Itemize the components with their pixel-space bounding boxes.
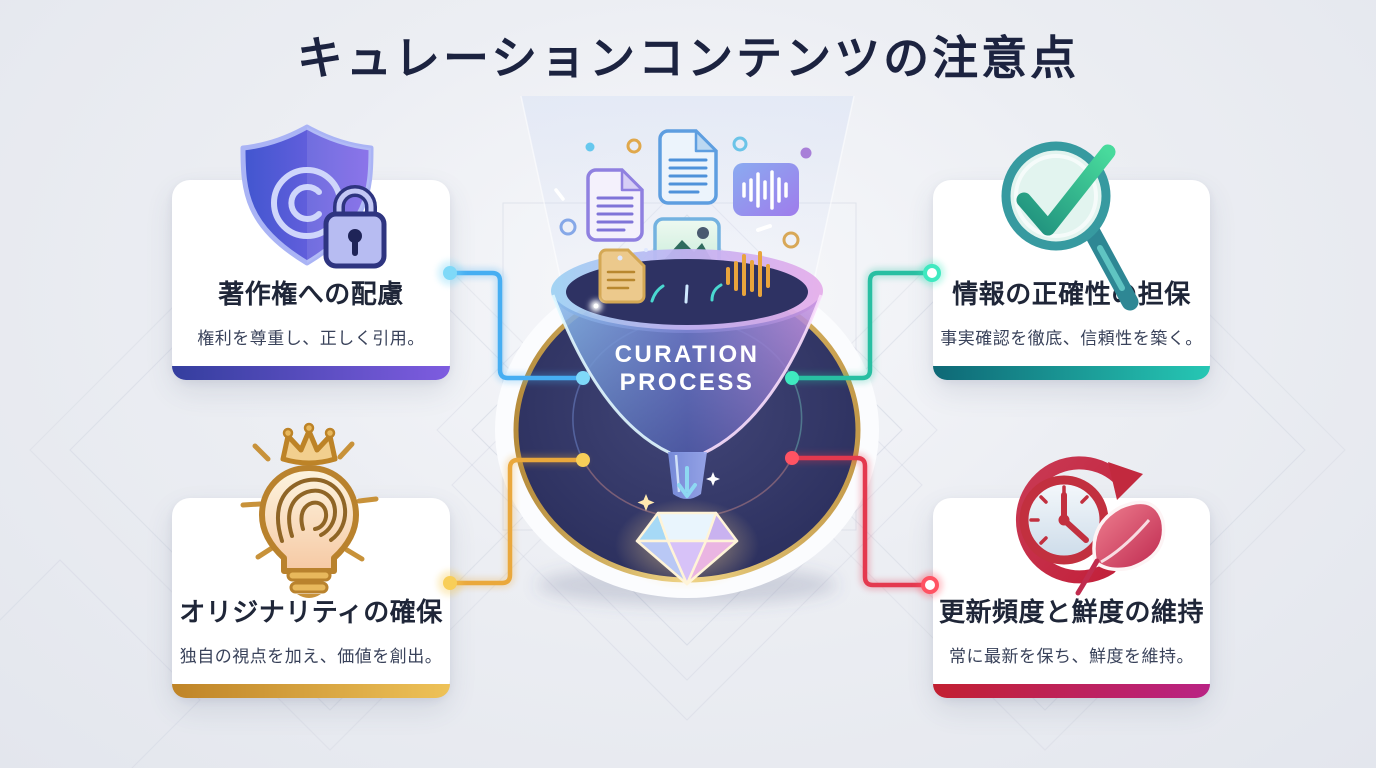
card-title: オリジナリティの確保 (179, 597, 443, 627)
card-copyright: 著作権への配慮 権利を尊重し、正しく引用。 (172, 180, 450, 380)
page-title: キュレーションコンテンツの注意点 (296, 33, 1080, 84)
card-accent-bar (172, 684, 450, 698)
card-subtitle: 常に最新を保ち、鮮度を維持。 (949, 647, 1194, 666)
card-title: 著作権への配慮 (218, 279, 404, 309)
card-subtitle: 権利を尊重し、正しく引用。 (197, 329, 425, 348)
document-icon (586, 168, 644, 242)
dot-decoration (800, 147, 812, 159)
dot-decoration (585, 142, 595, 152)
card-subtitle: 事実確認を徹底、信頼性を築く。 (940, 329, 1203, 348)
ring-decoration (559, 218, 577, 236)
card-title: 更新頻度と鮮度の維持 (938, 597, 1204, 627)
card-originality: オリジナリティの確保 独自の視点を加え、価値を創出。 (172, 498, 450, 698)
audio-waveform-icon (733, 163, 799, 216)
card-accent-bar (933, 684, 1210, 698)
document-icon (658, 129, 718, 205)
card-accent-bar (933, 366, 1210, 380)
card-freshness: 更新頻度と鮮度の維持 常に最新を保ち、鮮度を維持。 (933, 498, 1210, 698)
orange-waveform-icon (726, 251, 770, 297)
card-accuracy: 情報の正確性の担保 事実確認を徹底、信頼性を築く。 (933, 180, 1210, 380)
ring-decoration (782, 231, 800, 249)
card-accent-bar (172, 366, 450, 380)
card-subtitle: 独自の視点を加え、価値を創出。 (179, 647, 443, 666)
ring-decoration (626, 138, 642, 154)
ring-decoration (732, 136, 748, 152)
card-title: 情報の正確性の担保 (952, 279, 1191, 309)
